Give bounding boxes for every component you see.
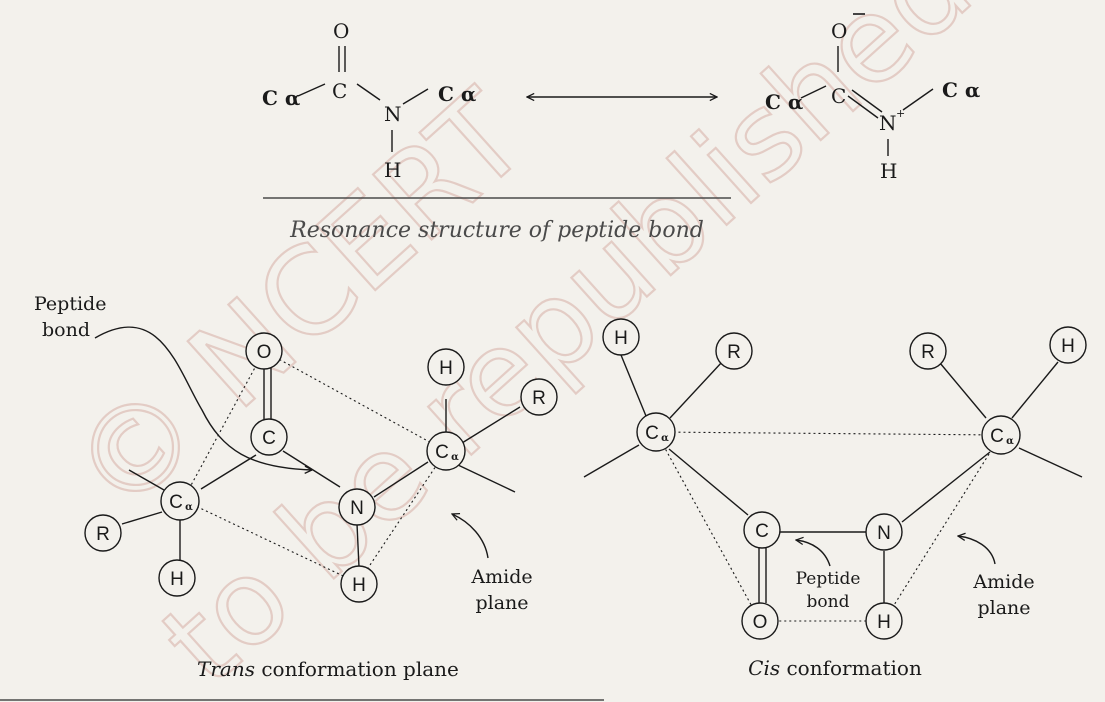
trans-label-h-left: H [170, 569, 184, 590]
resonance-structure: O C C α N C α H O C C α N + [262, 13, 980, 243]
atom-c: C [332, 79, 347, 103]
atom-c: C [831, 84, 846, 108]
trans-amide-plane-arrow [452, 514, 489, 559]
cis-atom-o [741, 602, 779, 640]
trans-label-r-right: R [532, 388, 546, 409]
trans-amide-plane-label-2: plane [475, 592, 528, 614]
trans-label-c: C [262, 428, 276, 449]
cis-amide-plane-arrow [958, 536, 996, 565]
atom-n: N [384, 102, 402, 126]
trans-peptide-bond-arrow [94, 326, 312, 470]
trans-atom-c-alpha-right [426, 431, 466, 471]
trans-atom-o [245, 332, 283, 370]
trans-atom-h-right [427, 348, 465, 386]
atom-n-plus: N [879, 111, 897, 135]
trans-label-h-n: H [352, 575, 366, 596]
trans-caption-rest: conformation plane [255, 657, 459, 681]
cis-annotations: Peptide bond Amide plane Cis conformatio… [748, 569, 1034, 680]
cis-atom-r-right [909, 332, 947, 370]
cis-label-c: C [755, 521, 769, 542]
cis-atom-c [743, 511, 781, 549]
n-charge: + [896, 107, 905, 120]
cis-caption-italic: Cis [748, 656, 780, 680]
trans-conformation [84, 326, 558, 603]
cis-label-h-right: H [1061, 336, 1075, 357]
cis-label-h-n: H [877, 612, 891, 633]
cis-atom-r-left [715, 332, 753, 370]
trans-peptide-bond-label-2: bond [42, 319, 90, 341]
cis-caption-rest: conformation [780, 656, 922, 680]
trans-label-alpha-left: α [185, 502, 193, 513]
atom-c-alpha-left: C α [765, 90, 803, 114]
atom-o: O [333, 19, 349, 43]
cis-labels: H R C α C O N H C α R H [614, 328, 1075, 633]
cis-label-r-left: R [727, 342, 741, 363]
trans-atom-c [250, 418, 288, 456]
trans-labels: O C N H C α C α R H H R [96, 342, 546, 596]
cis-amide-plane-label-2: plane [977, 597, 1030, 619]
trans-amide-plane-outline [182, 350, 447, 584]
trans-peptide-bond-label-1: Peptide [34, 293, 106, 315]
trans-amide-plane-label-1: Amide [470, 566, 532, 588]
cis-label-o: O [753, 612, 768, 633]
cis-conformation [583, 318, 1087, 640]
trans-atom-c-alpha-left [160, 481, 200, 521]
cis-label-n: N [877, 523, 891, 544]
cis-label-r-right: R [921, 342, 935, 363]
cis-label-alpha-right: α [1006, 436, 1014, 447]
resonance-caption: Resonance structure of peptide bond [289, 218, 704, 243]
trans-atom-n [338, 488, 376, 526]
atom-h: H [384, 158, 401, 182]
cis-label-c-alpha-left: C [645, 423, 659, 444]
cis-atom-c-alpha-right [981, 415, 1021, 455]
resonance-left-form: O C C α N C α H [262, 19, 476, 182]
trans-label-c-alpha-left: C [169, 492, 183, 513]
trans-annotations: Peptide bond Amide plane Trans conformat… [34, 293, 533, 681]
atom-c-alpha-left: C α [262, 86, 300, 110]
cis-atom-c-alpha-left [636, 412, 676, 452]
cis-atom-n [865, 513, 903, 551]
atom-c-alpha-right: C α [942, 78, 980, 102]
trans-label-alpha-right: α [451, 452, 459, 463]
cis-atom-h-n [865, 602, 903, 640]
cis-amide-plane-label-1: Amide [972, 571, 1034, 593]
resonance-right-form: O C C α N + C α H [765, 13, 980, 183]
cis-caption: Cis conformation [748, 656, 922, 680]
trans-label-c-alpha-right: C [435, 442, 449, 463]
cis-atom-h-left [602, 318, 640, 356]
trans-label-n: N [350, 498, 364, 519]
trans-label-o: O [257, 342, 272, 363]
cis-label-alpha-left: α [661, 433, 669, 444]
cis-atom-h-right [1049, 326, 1087, 364]
trans-caption: Trans conformation plane [197, 657, 459, 681]
trans-atom-r-left [84, 514, 122, 552]
trans-atom-h-left [158, 559, 196, 597]
trans-atom-h-n [340, 565, 378, 603]
atom-h: H [880, 159, 897, 183]
trans-caption-italic: Trans [197, 657, 255, 681]
atom-c-alpha-right: C α [438, 82, 476, 106]
cis-peptide-bond-label-1: Peptide [796, 569, 861, 589]
cis-peptide-bond-label-2: bond [807, 592, 850, 612]
trans-label-r-left: R [96, 524, 110, 545]
cis-label-c-alpha-right: C [990, 426, 1004, 447]
trans-label-h-right: H [439, 358, 453, 379]
cis-peptide-bond-arrow [796, 540, 831, 567]
atom-o-minus: O [831, 19, 847, 43]
trans-atom-r-right [520, 378, 558, 416]
cis-label-h-left: H [614, 328, 628, 349]
